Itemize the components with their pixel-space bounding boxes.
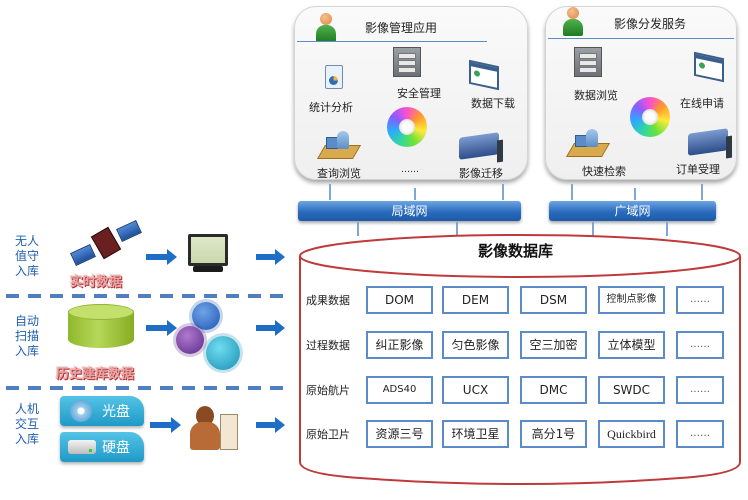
server-icon: [393, 47, 421, 77]
connector-line: [592, 222, 594, 236]
panel-divider: [297, 41, 487, 42]
operator-at-computer-icon: [190, 404, 240, 456]
ingest-label-line: 扫描: [14, 329, 39, 343]
database-title: 影像数据库: [478, 242, 554, 260]
connector-line: [502, 184, 504, 200]
lan-bar: 局域网: [298, 201, 521, 221]
ingest-label-line: 值守: [14, 249, 39, 263]
ingest-label-line: 入库: [14, 344, 39, 358]
gear-icon-blue: [192, 302, 220, 330]
historical-data-label: 历史建库数据: [56, 367, 135, 382]
db-cell[interactable]: ……: [676, 376, 724, 404]
app-item-order[interactable]: 订单受理: [676, 163, 720, 176]
app-item-migrate[interactable]: 影像迁移: [459, 167, 503, 180]
db-cell[interactable]: 空三加密: [520, 331, 587, 359]
panel-divider: [548, 38, 734, 39]
db-cell[interactable]: ……: [676, 331, 724, 359]
ingest-label-line: 无人: [14, 234, 39, 248]
hard-disk-icon: [68, 440, 96, 454]
ingest-label-line: 人机: [14, 402, 39, 416]
gear-icon-purple: [176, 326, 204, 354]
ingest-mode-unattended: 无人 值守 入库: [12, 234, 42, 279]
app-item-security[interactable]: 安全管理: [397, 87, 441, 100]
connector-line: [456, 222, 458, 236]
db-cell[interactable]: 环境卫星: [442, 420, 509, 448]
ingest-mode-auto-scan: 自动 扫描 入库: [12, 314, 42, 359]
db-row-label: 原始卫片: [306, 428, 350, 441]
db-cell[interactable]: 匀色影像: [442, 331, 509, 359]
optical-disc-icon: [70, 400, 92, 422]
statistics-report-icon: [325, 65, 343, 89]
color-ring-icon: [387, 107, 427, 147]
connector-line: [571, 184, 573, 200]
hard-disk-label: 硬盘: [102, 440, 130, 456]
db-cell[interactable]: 控制点影像: [598, 286, 665, 314]
app-item-download[interactable]: 数据下载: [471, 97, 515, 110]
ingest-label-line: 自动: [14, 314, 39, 328]
panel-title: 影像管理应用: [365, 21, 438, 35]
hard-disk-source: 硬盘: [60, 432, 144, 462]
panel-title: 影像分发服务: [614, 17, 687, 31]
arrow-icon: [256, 417, 285, 433]
db-cell[interactable]: ……: [676, 286, 724, 314]
arrow-icon: [256, 320, 285, 336]
ingest-label-line: 入库: [14, 264, 39, 278]
arrow-icon: [150, 417, 181, 433]
db-cell[interactable]: SWDC: [598, 376, 665, 404]
arrow-icon: [256, 249, 285, 265]
section-divider: [6, 386, 284, 390]
optical-disc-label: 光盘: [102, 404, 130, 420]
db-row-label: 原始航片: [306, 384, 350, 397]
computer-monitor-icon: [188, 234, 228, 266]
db-cell[interactable]: DEM: [442, 286, 509, 314]
db-cell[interactable]: UCX: [442, 376, 509, 404]
app-panel-image-management: 影像管理应用 统计分析 安全管理 数据下载 查询浏览 …… 影像迁移: [294, 6, 528, 180]
app-item-search[interactable]: 快速检索: [582, 165, 626, 178]
color-ring-icon: [630, 97, 670, 137]
ingest-label-line: 入库: [14, 432, 39, 446]
section-divider: [6, 294, 284, 298]
connector-line: [414, 188, 416, 200]
gear-icon-cyan: [206, 336, 240, 370]
connector-line: [634, 188, 636, 200]
connector-line: [357, 222, 359, 236]
cylinder-top: [299, 234, 741, 278]
ingest-label-line: 交互: [14, 417, 39, 431]
db-cell[interactable]: ……: [676, 420, 724, 448]
db-cell[interactable]: DMC: [520, 376, 587, 404]
connector-line: [701, 184, 703, 200]
server-icon: [574, 47, 602, 77]
app-item-apply[interactable]: 在线申请: [680, 97, 724, 110]
monitor-stand: [193, 266, 223, 272]
workstation-icon: [316, 131, 362, 159]
app-item-stats[interactable]: 统计分析: [309, 101, 353, 114]
arrow-icon: [146, 320, 177, 336]
ingest-mode-manual: 人机 交互 入库: [12, 402, 42, 447]
app-item-query[interactable]: 查询浏览: [317, 167, 361, 180]
connector-line: [329, 184, 331, 200]
connector-line: [666, 222, 668, 236]
db-cell[interactable]: DSM: [520, 286, 587, 314]
db-row-label: 成果数据: [306, 294, 350, 307]
user-icon: [562, 7, 584, 37]
optical-disc-source: 光盘: [60, 396, 144, 426]
satellite-icon: [70, 218, 142, 268]
app-item-more: ……: [401, 165, 419, 175]
workstation-icon: [565, 129, 611, 157]
db-cell[interactable]: 资源三号: [366, 420, 433, 448]
db-row-label: 过程数据: [306, 339, 350, 352]
user-icon: [315, 13, 337, 43]
historical-database-icon: [68, 304, 134, 348]
arrow-icon: [146, 249, 177, 265]
realtime-data-label: 实时数据: [70, 275, 123, 290]
db-cell[interactable]: Quickbird: [598, 420, 665, 448]
app-panel-image-distribution: 影像分发服务 数据浏览 在线申请 快速检索 订单受理: [545, 6, 737, 180]
db-cell[interactable]: 纠正影像: [366, 331, 433, 359]
app-item-browse[interactable]: 数据浏览: [574, 89, 618, 102]
db-cell[interactable]: 立体模型: [598, 331, 665, 359]
db-cell[interactable]: ADS40: [366, 376, 433, 404]
db-cell[interactable]: DOM: [366, 286, 433, 314]
wan-bar: 广域网: [549, 201, 716, 221]
db-cell[interactable]: 高分1号: [520, 420, 587, 448]
